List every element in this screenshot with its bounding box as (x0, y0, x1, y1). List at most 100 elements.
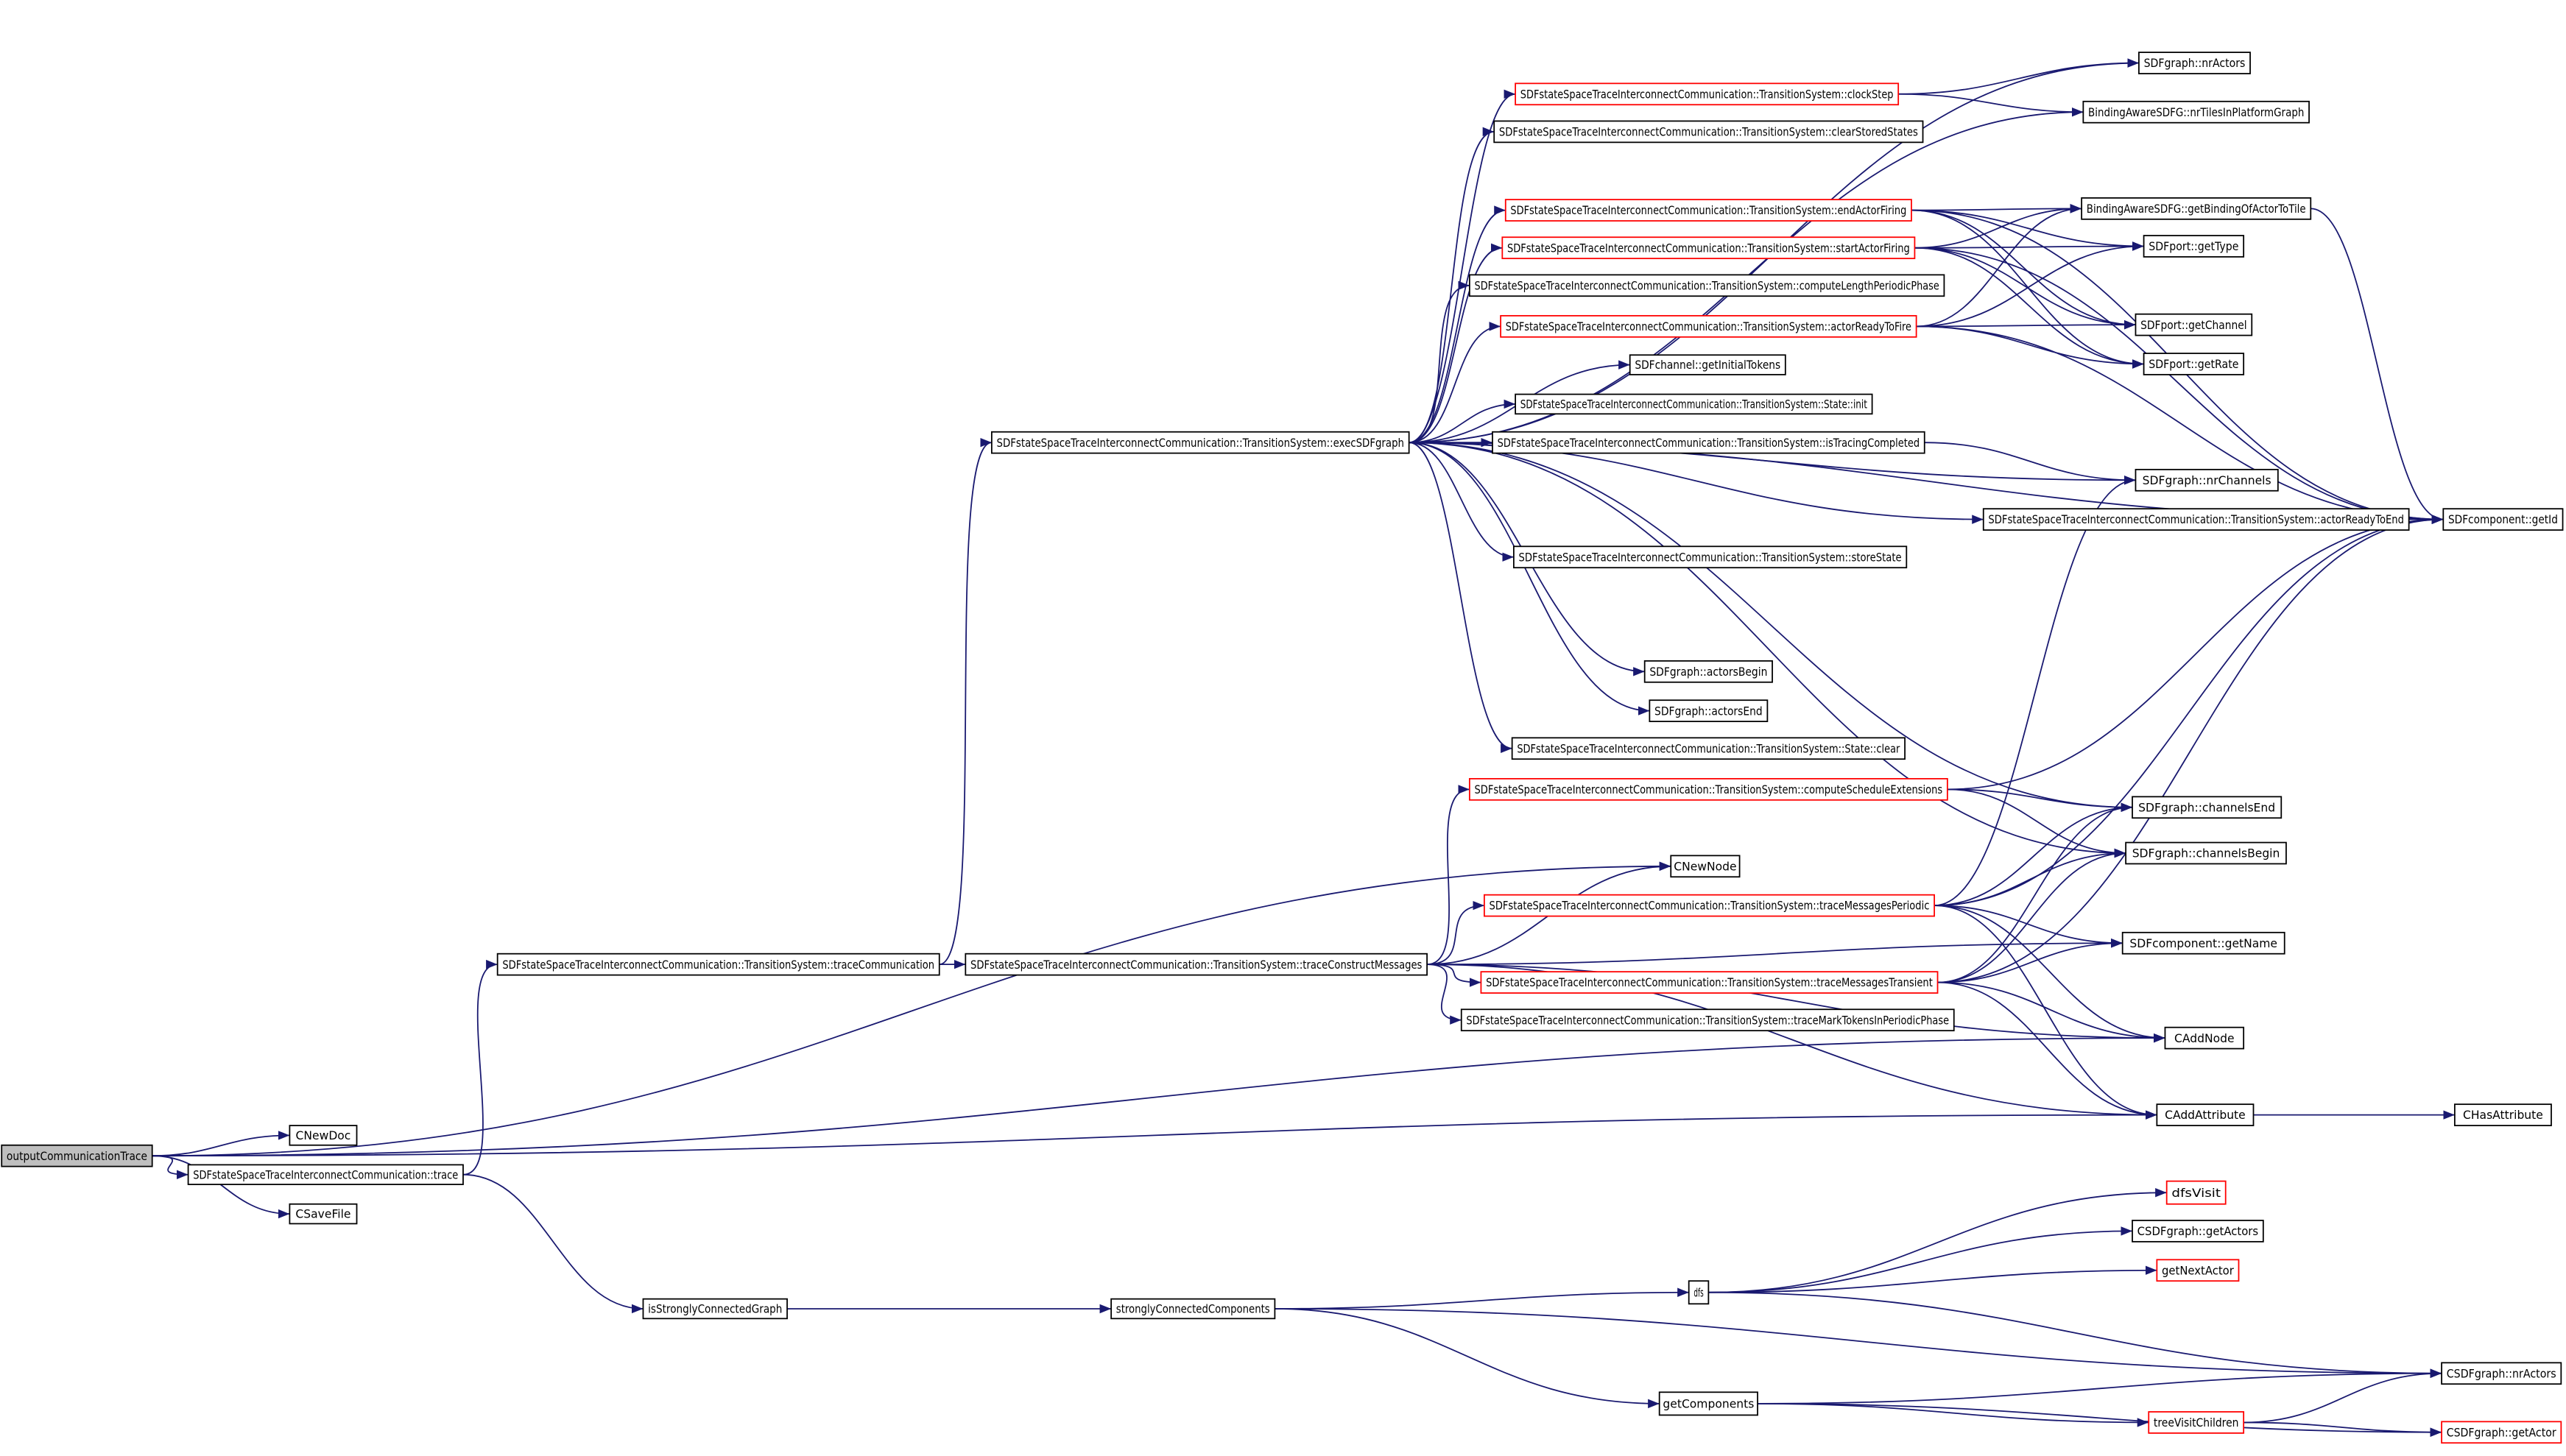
node-CAddNode[interactable]: CAddNode (2164, 1026, 2245, 1050)
node-CNewNode[interactable]: CNewNode (1670, 855, 1741, 878)
node-SDFgraph-nrActors[interactable]: SDFgraph::nrActors (2138, 52, 2251, 74)
node-label: SDFstateSpaceTraceInterconnectCommunicat… (193, 1168, 458, 1181)
call-edge (1427, 964, 1462, 1025)
call-edge (1934, 905, 2123, 948)
call-edge (152, 1131, 290, 1157)
node-SDFcomponent-getId[interactable]: SDFcomponent::getId (2442, 508, 2564, 531)
node-clockStep[interactable]: SDFstateSpaceTraceInterconnectCommunicat… (1515, 82, 1900, 106)
node-label: stronglyConnectedComponents (1116, 1303, 1270, 1316)
node-getComponents[interactable]: getComponents (1658, 1391, 1758, 1416)
node-trace[interactable]: SDFstateSpaceTraceInterconnectCommunicat… (187, 1164, 464, 1185)
call-edge (1409, 127, 1495, 444)
call-edge (1937, 848, 2126, 983)
node-label: SDFstateSpaceTraceInterconnectCommunicat… (1519, 551, 1902, 564)
call-edge (1911, 209, 2136, 330)
node-SDFgraph-channelsEnd[interactable]: SDFgraph::channelsEnd (2132, 796, 2283, 819)
call-edge (2244, 1368, 2442, 1424)
call-edge (1427, 939, 2123, 966)
node-label: SDFstateSpaceTraceInterconnectCommunicat… (1486, 976, 1933, 989)
call-edge (1275, 1308, 1660, 1409)
call-edge (1911, 209, 2144, 251)
node-getNextActor[interactable]: getNextActor (2156, 1259, 2240, 1282)
node-label: outputCommunicationTrace (7, 1150, 147, 1163)
node-actorsEnd[interactable]: SDFgraph::actorsEnd (1649, 699, 1769, 722)
node-stronglyConnectedComponents[interactable]: stronglyConnectedComponents (1110, 1298, 1276, 1320)
node-getBindingOfActorToTile[interactable]: BindingAwareSDFG::getBindingOfActorToTil… (2081, 197, 2312, 220)
node-CNewDoc[interactable]: CNewDoc (289, 1125, 358, 1146)
node-CAddAttribute[interactable]: CAddAttribute (2156, 1103, 2255, 1126)
node-label: SDFgraph::nrActors (2144, 57, 2246, 70)
call-edge (1758, 1402, 2442, 1437)
node-storeState[interactable]: SDFstateSpaceTraceInterconnectCommunicat… (1512, 545, 1908, 569)
call-edge (1758, 1402, 2149, 1427)
node-startActorFiring[interactable]: SDFstateSpaceTraceInterconnectCommunicat… (1501, 236, 1916, 260)
node-SDFport-getRate[interactable]: SDFport::getRate (2143, 353, 2245, 375)
node-traceConstructMessages[interactable]: SDFstateSpaceTraceInterconnectCommunicat… (965, 953, 1428, 976)
node-label: SDFstateSpaceTraceInterconnectCommunicat… (1520, 88, 1894, 101)
node-actorsBegin[interactable]: SDFgraph::actorsBegin (1643, 660, 1773, 683)
node-traceCommunication[interactable]: SDFstateSpaceTraceInterconnectCommunicat… (496, 953, 940, 976)
node-traceMarkTokensInPeriodicPhase[interactable]: SDFstateSpaceTraceInterconnectCommunicat… (1460, 1008, 1955, 1032)
node-traceMessagesTransient[interactable]: SDFstateSpaceTraceInterconnectCommunicat… (1480, 971, 1939, 994)
node-getInitialTokens[interactable]: SDFchannel::getInitialTokens (1629, 354, 1786, 375)
node-clearStoredStates[interactable]: SDFstateSpaceTraceInterconnectCommunicat… (1493, 120, 1924, 144)
call-edge (1409, 442, 2133, 812)
node-CSaveFile[interactable]: CSaveFile (289, 1203, 358, 1225)
node-label: SDFgraph::channelsBegin (2132, 847, 2280, 860)
node-actorReadyToFire[interactable]: SDFstateSpaceTraceInterconnectCommunicat… (1500, 315, 1917, 338)
call-edge (1409, 442, 1514, 562)
node-isTracingCompleted[interactable]: SDFstateSpaceTraceInterconnectCommunicat… (1492, 431, 1925, 454)
call-edge (1937, 802, 2133, 983)
node-SDFgraph-nrChannels[interactable]: SDFgraph::nrChannels (2135, 468, 2279, 492)
call-edge (1409, 442, 2126, 858)
node-label: treeVisitChildren (2154, 1416, 2239, 1430)
node-label: SDFstateSpaceTraceInterconnectCommunicat… (502, 958, 934, 972)
node-SDFcomponent-getName[interactable]: SDFcomponent::getName (2121, 931, 2285, 955)
call-edge (1914, 247, 2136, 330)
node-label: SDFport::getChannel (2140, 319, 2246, 332)
node-SDFport-getChannel[interactable]: SDFport::getChannel (2135, 313, 2253, 336)
node-traceMessagesPeriodic[interactable]: SDFstateSpaceTraceInterconnectCommunicat… (1483, 894, 1935, 917)
call-edge (462, 1173, 644, 1314)
node-dfs[interactable]: dfs (1688, 1280, 1710, 1305)
call-edge (1914, 241, 2144, 251)
node-label: SDFchannel::getInitialTokens (1635, 358, 1780, 372)
node-outputCommunicationTrace[interactable]: outputCommunicationTrace (1, 1144, 153, 1167)
node-State-clear[interactable]: SDFstateSpaceTraceInterconnectCommunicat… (1511, 737, 1906, 760)
call-edge (1409, 442, 1512, 753)
call-edge (1934, 905, 2165, 1043)
node-label: SDFgraph::channelsEnd (2138, 801, 2275, 814)
node-nrTilesInPlatformGraph[interactable]: BindingAwareSDFG::nrTilesInPlatformGraph (2082, 100, 2310, 124)
node-label: SDFstateSpaceTraceInterconnectCommunicat… (1466, 1014, 1949, 1027)
node-actorReadyToEnd[interactable]: SDFstateSpaceTraceInterconnectCommunicat… (1982, 508, 2410, 531)
node-label: SDFstateSpaceTraceInterconnectCommunicat… (1498, 437, 1920, 450)
node-label: BindingAwareSDFG::getBindingOfActorToTil… (2087, 202, 2306, 216)
node-computeLengthPeriodicPhase[interactable]: SDFstateSpaceTraceInterconnectCommunicat… (1468, 274, 1945, 297)
node-CSDFgraph-nrActors[interactable]: CSDFgraph::nrActors (2441, 1362, 2562, 1385)
node-label: SDFstateSpaceTraceInterconnectCommunicat… (1475, 783, 1943, 796)
call-edge (1947, 788, 2126, 858)
call-edge (1409, 280, 1470, 444)
call-edge (1934, 905, 2157, 1120)
call-edge (1937, 981, 2157, 1120)
node-isStronglyConnectedGraph[interactable]: isStronglyConnectedGraph (642, 1298, 788, 1320)
call-edge (1708, 1265, 2157, 1293)
node-CSDFgraph-getActors[interactable]: CSDFgraph::getActors (2132, 1220, 2264, 1243)
node-State-init[interactable]: SDFstateSpaceTraceInterconnectCommunicat… (1515, 393, 1873, 415)
node-execSDFgraph[interactable]: SDFstateSpaceTraceInterconnectCommunicat… (990, 431, 1410, 454)
node-label: SDFcomponent::getId (2448, 513, 2558, 526)
node-label: SDFstateSpaceTraceInterconnectCommunicat… (1499, 126, 1918, 139)
node-computeScheduleExtensions[interactable]: SDFstateSpaceTraceInterconnectCommunicat… (1468, 778, 1948, 801)
call-edge (152, 1110, 2157, 1157)
node-CHasAttribute[interactable]: CHasAttribute (2453, 1103, 2552, 1126)
node-label: CSDFgraph::nrActors (2447, 1367, 2556, 1380)
node-SDFport-getType[interactable]: SDFport::getType (2143, 235, 2245, 258)
node-treeVisitChildren[interactable]: treeVisitChildren (2148, 1411, 2245, 1434)
node-CSDFgraph-getActor[interactable]: CSDFgraph::getActor (2441, 1421, 2562, 1444)
node-label: SDFstateSpaceTraceInterconnectCommunicat… (1490, 900, 1930, 913)
node-dfsVisit[interactable]: dfsVisit (2165, 1180, 2227, 1205)
node-label: SDFport::getType (2149, 240, 2238, 253)
node-SDFgraph-channelsBegin[interactable]: SDFgraph::channelsBegin (2125, 841, 2287, 865)
node-label: CSaveFile (295, 1208, 350, 1221)
node-endActorFiring[interactable]: SDFstateSpaceTraceInterconnectCommunicat… (1504, 199, 1912, 222)
